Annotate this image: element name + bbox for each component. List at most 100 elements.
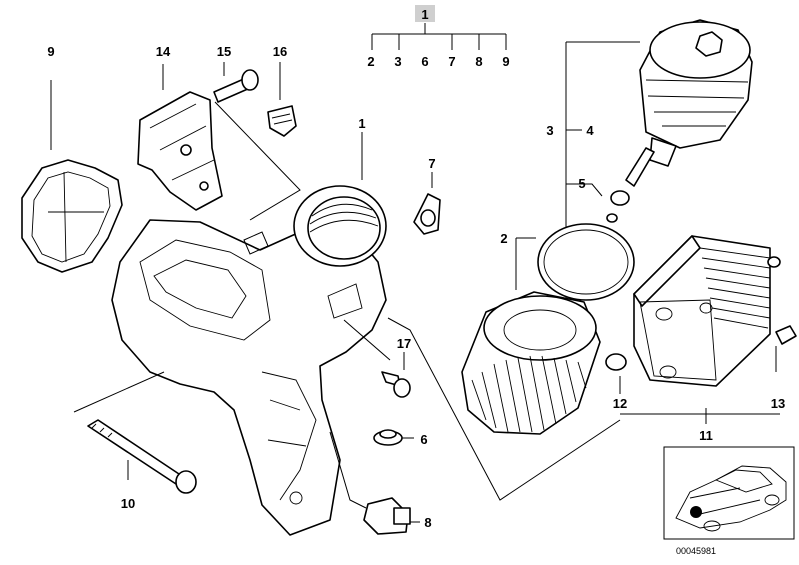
part-8-sensor (329, 431, 420, 535)
housing-port (327, 283, 363, 319)
part-7-plug (413, 172, 441, 235)
grommet-inner (379, 429, 397, 439)
highlight-box (415, 5, 435, 22)
housing-flange (139, 239, 271, 341)
filter-pleats (471, 355, 587, 433)
leader-3-4-5 (565, 41, 640, 310)
cap-ribs (645, 79, 749, 127)
part-2-filter (461, 223, 635, 435)
part-6-grommet (373, 429, 414, 446)
o-ring-12 (605, 353, 627, 371)
cooler-plate (639, 299, 717, 381)
callout-sub-2[interactable]: 2 (367, 54, 374, 69)
housing-ribs (261, 371, 317, 501)
bolt-17-head (393, 378, 411, 398)
part-14-bracket (137, 64, 223, 211)
part-16-clip (267, 62, 297, 137)
leader-10-dashed (73, 371, 165, 413)
bracket-hole (180, 144, 192, 156)
inset-frame (663, 446, 795, 540)
housing-flange-inner (153, 259, 247, 319)
callout-sub-7[interactable]: 7 (448, 54, 455, 69)
o-ring-5 (606, 213, 618, 223)
cap-hex (695, 31, 723, 57)
part-17-bolt (343, 319, 411, 398)
callout-13[interactable]: 13 (771, 396, 785, 411)
housing-thread (309, 203, 379, 233)
leader-15-dashed (214, 101, 301, 221)
car-lines (689, 487, 761, 515)
sensor-connector (393, 507, 411, 525)
clip-ribs (271, 113, 293, 125)
part-10-bolt (73, 371, 197, 494)
alignment-line (387, 317, 621, 501)
screw-13 (775, 325, 797, 345)
leader-2 (515, 237, 536, 290)
bolt-10-head (175, 470, 197, 494)
gasket-outer (21, 159, 123, 273)
leader-17 (343, 319, 405, 370)
callout-sub-9[interactable]: 9 (502, 54, 509, 69)
cooler-port-a (655, 307, 673, 321)
callout-14[interactable]: 14 (156, 44, 171, 59)
bolt-10-thread (91, 423, 113, 438)
reference-code: 00045981 (676, 546, 716, 556)
cooler-port-b (699, 302, 713, 314)
bracket-hole-2 (199, 181, 209, 191)
bracket-plate (137, 91, 223, 211)
callout-2[interactable]: 2 (500, 231, 507, 246)
callout-8[interactable]: 8 (424, 515, 431, 530)
part-1-housing (111, 132, 387, 536)
location-marker (690, 506, 702, 518)
plug-cap (420, 209, 436, 227)
cap-pin (625, 147, 655, 187)
callout-sub-6[interactable]: 6 (421, 54, 428, 69)
car-wheel-front (703, 520, 721, 532)
housing-mount-hole (289, 491, 303, 505)
gasket-inner (31, 171, 111, 263)
callout-3[interactable]: 3 (546, 123, 553, 138)
screw-head (241, 69, 259, 91)
cooler-nipple (767, 256, 781, 268)
cooler-body (633, 235, 771, 387)
callout-sub-8[interactable]: 8 (475, 54, 482, 69)
car-body (675, 465, 787, 529)
o-ring-large-inner (543, 229, 629, 295)
callout-group-1-header: 1 2 3 6 7 8 9 (367, 5, 510, 69)
housing-body (111, 219, 387, 536)
filter-top (483, 295, 597, 361)
clip-body (267, 105, 297, 137)
filter-core (503, 309, 577, 351)
cooler-port-c (659, 365, 677, 379)
callout-9[interactable]: 9 (47, 44, 54, 59)
callout-16[interactable]: 16 (273, 44, 287, 59)
vehicle-inset (663, 446, 795, 540)
sensor-body (363, 497, 409, 535)
o-ring-large (537, 223, 635, 301)
bracket-edges (149, 103, 215, 181)
callout-7[interactable]: 7 (428, 156, 435, 171)
car-roof (714, 469, 773, 493)
cooler-fins (699, 247, 771, 329)
gasket-ribs (48, 171, 104, 263)
housing-neck-inner (307, 196, 381, 260)
leader-8-dashed (329, 431, 367, 509)
callout-12[interactable]: 12 (613, 396, 627, 411)
car-wheel-rear (764, 494, 780, 506)
part-3-filter-cap (565, 19, 753, 310)
callout-15[interactable]: 15 (217, 44, 231, 59)
callout-5[interactable]: 5 (578, 176, 585, 191)
callout-4[interactable]: 4 (586, 123, 594, 138)
o-ring-4 (610, 190, 630, 206)
part-9-gasket (21, 80, 123, 273)
callout-6[interactable]: 6 (420, 432, 427, 447)
callout-1-header[interactable]: 1 (421, 7, 428, 22)
callout-1[interactable]: 1 (358, 116, 365, 131)
callout-17[interactable]: 17 (397, 336, 411, 351)
callout-sub-3[interactable]: 3 (394, 54, 401, 69)
part-15-screw (213, 62, 301, 221)
bracket-lines (371, 23, 507, 50)
callout-11[interactable]: 11 (699, 428, 713, 443)
callout-10[interactable]: 10 (121, 496, 135, 511)
